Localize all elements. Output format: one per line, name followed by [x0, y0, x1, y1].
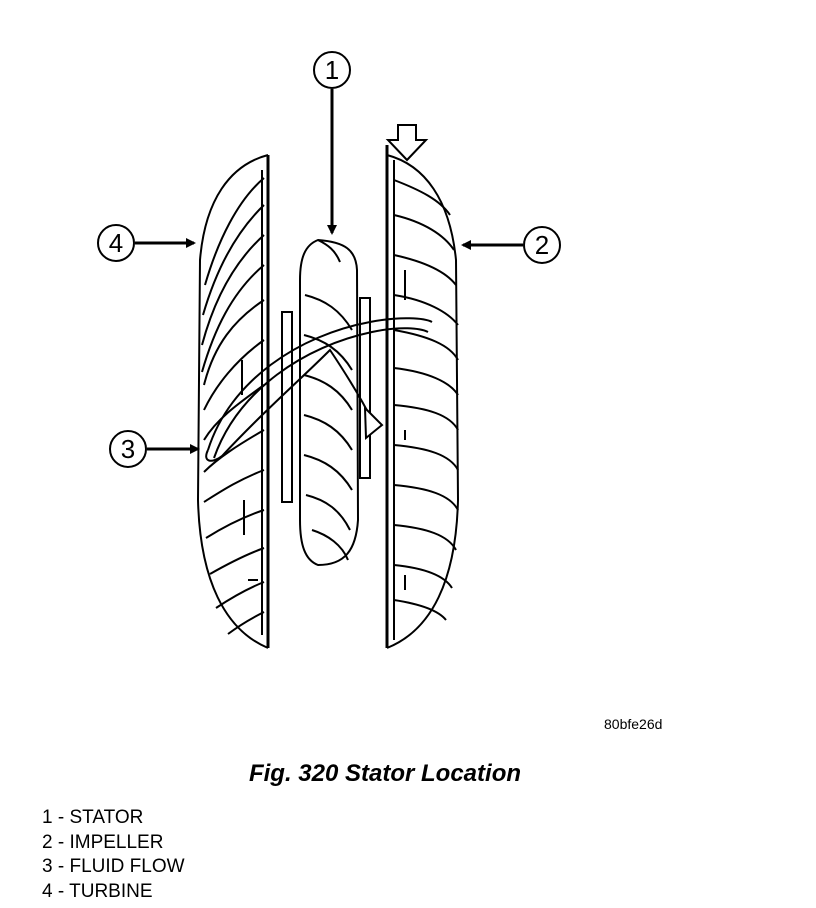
- callout-3-number: 3: [121, 434, 135, 464]
- legend-separator: -: [52, 880, 70, 902]
- callout-4: 4: [97, 224, 196, 262]
- legend-item-impeller: 2 - IMPELLER: [42, 831, 185, 856]
- callout-2-number: 2: [535, 230, 549, 260]
- legend-separator: -: [52, 807, 70, 828]
- legend-number: 4: [42, 880, 53, 902]
- legend-label: IMPELLER: [69, 831, 164, 853]
- stator: [281, 238, 371, 567]
- legend-number: 1: [42, 807, 53, 828]
- legend-label: TURBINE: [69, 880, 153, 902]
- callout-2: 2: [461, 226, 561, 264]
- callout-1: 1: [313, 51, 351, 235]
- impeller: [385, 145, 460, 649]
- callout-4-number: 4: [109, 228, 123, 258]
- input-arrow-icon: [385, 124, 429, 162]
- legend-separator: -: [52, 831, 70, 853]
- legend-item-turbine: 4 - TURBINE: [42, 880, 185, 905]
- figure-caption: Fig. 320 Stator Location: [248, 760, 522, 787]
- callout-3: 3: [109, 430, 200, 468]
- legend-item-fluid-flow: 3 - FLUID FLOW: [42, 855, 185, 880]
- figure-code: 80bfe26d: [604, 716, 663, 732]
- callout-1-number: 1: [325, 55, 339, 85]
- legend-separator: -: [52, 856, 70, 877]
- legend-item-stator: 1 - STATOR: [42, 806, 185, 831]
- legend-number: 3: [42, 856, 53, 877]
- legend-number: 2: [42, 831, 53, 853]
- legend-label: STATOR: [69, 807, 144, 828]
- legend-label: FLUID FLOW: [69, 856, 185, 877]
- legend: 1 - STATOR 2 - IMPELLER 3 - FLUID FLOW 4…: [42, 806, 185, 904]
- fluid-flow-path: [205, 317, 433, 462]
